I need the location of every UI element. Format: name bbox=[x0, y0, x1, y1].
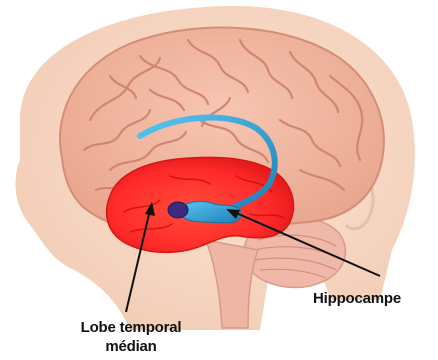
temporal-lobe-label-line1: Lobe temporal bbox=[56, 318, 206, 337]
temporal-lobe-label-line2: médian bbox=[56, 337, 206, 356]
temporal-lobe-label: Lobe temporal médian bbox=[56, 318, 206, 356]
amygdala bbox=[168, 202, 188, 218]
hippocampus-label: Hippocampe bbox=[313, 290, 401, 307]
